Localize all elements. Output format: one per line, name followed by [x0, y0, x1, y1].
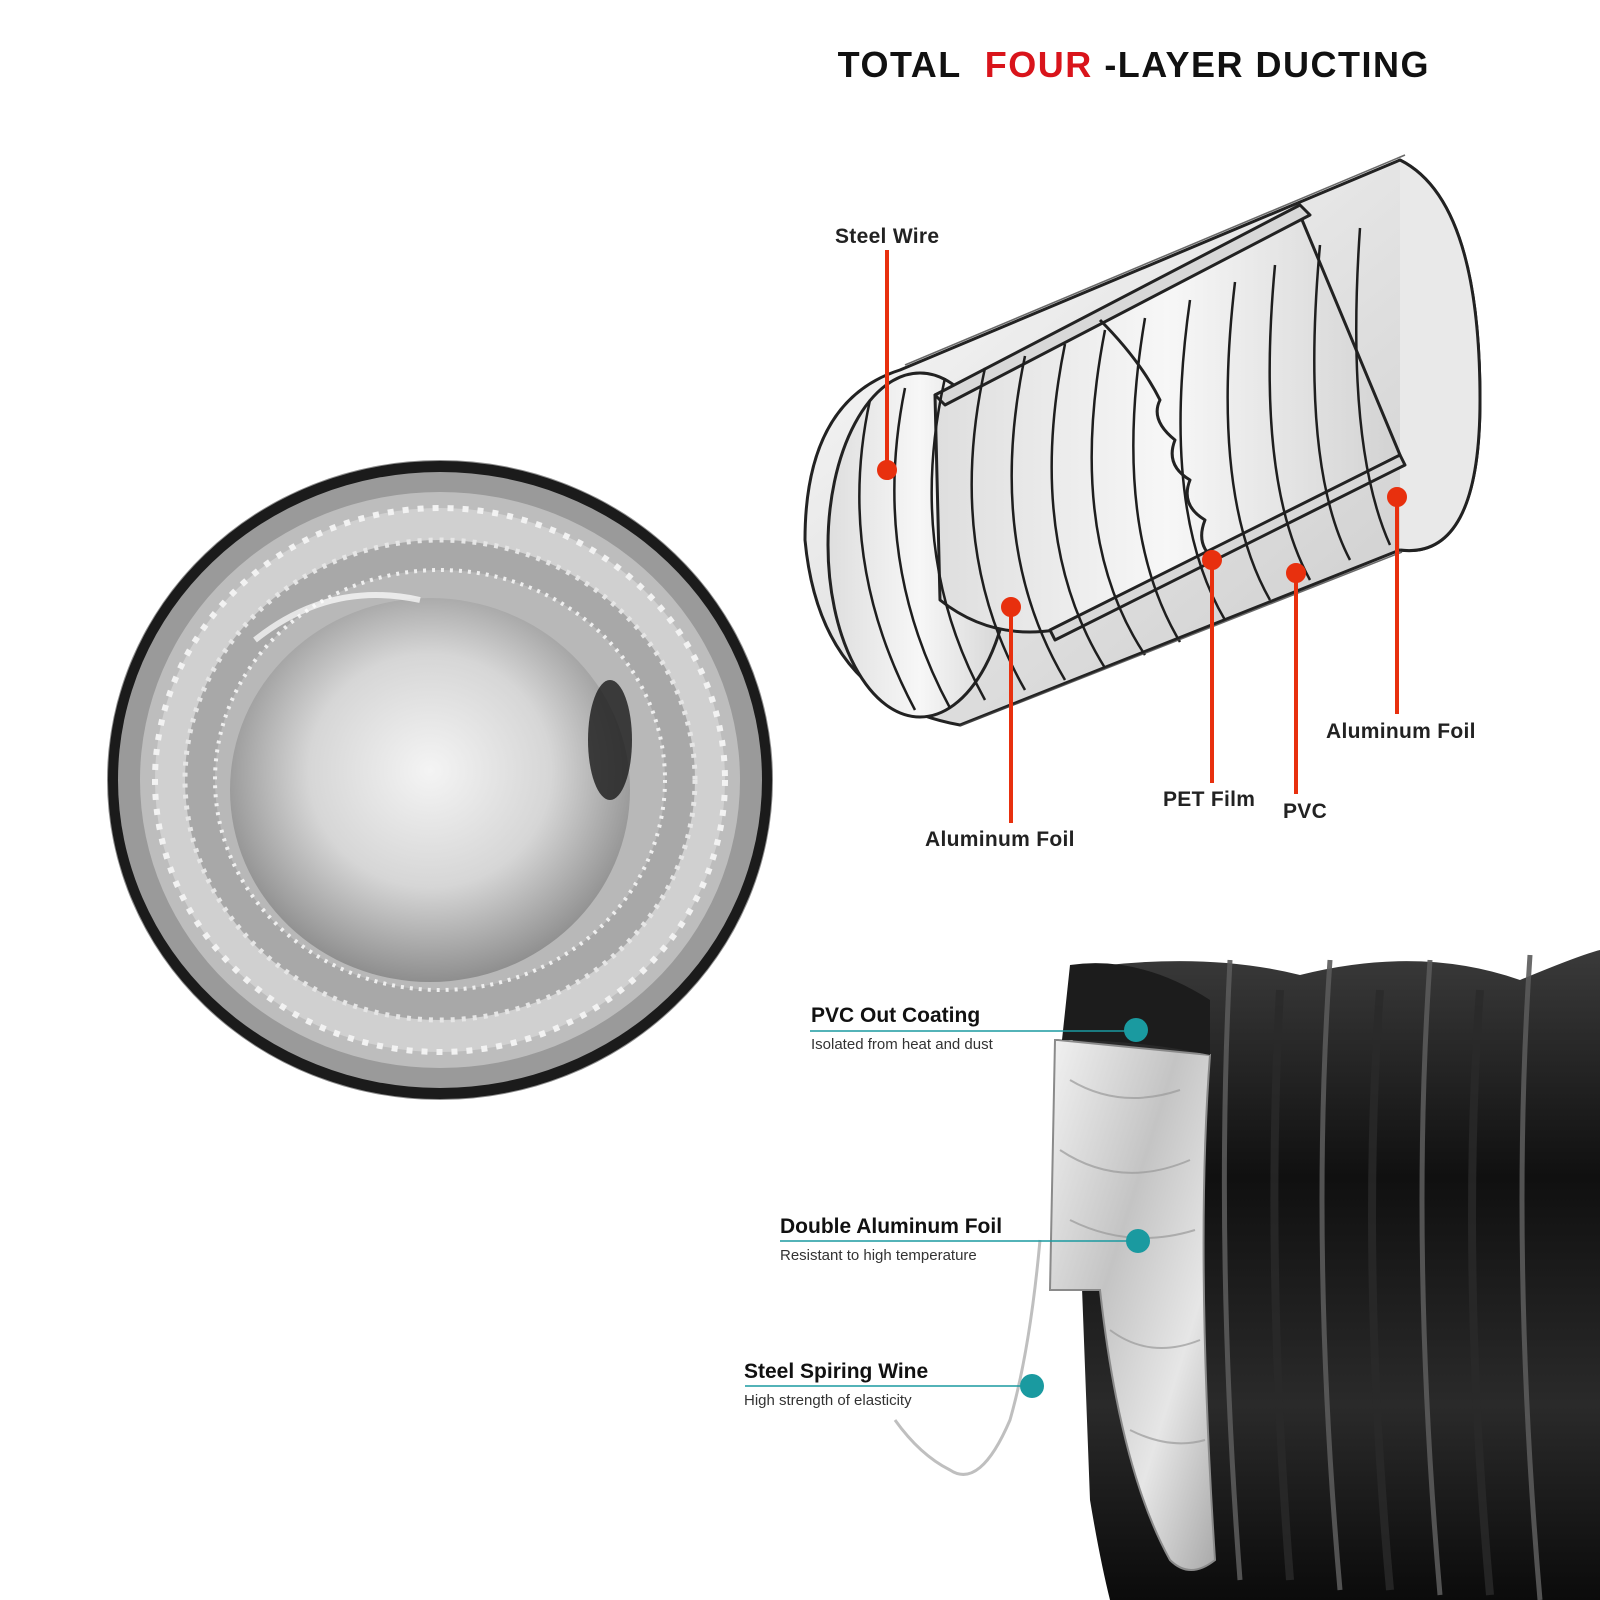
callout-subtitle-foil: Resistant to high temperature	[780, 1247, 977, 1264]
title-suffix: -LAYER DUCTING	[1104, 44, 1430, 85]
label-aluminum-foil-outer: Aluminum Foil	[1326, 720, 1476, 743]
leader-dot-pet-film	[1202, 550, 1222, 570]
duct-end-view-photo	[106, 459, 774, 1101]
leader-dot-aluminum-foil-inner	[1001, 597, 1021, 617]
label-pet-film: PET Film	[1163, 788, 1256, 811]
callout-dot-wire	[1020, 1374, 1044, 1398]
label-aluminum-foil-inner: Aluminum Foil	[925, 828, 1075, 851]
callout-subtitle-pvc: Isolated from heat and dust	[811, 1036, 993, 1053]
page-title: TOTAL FOUR -LAYER DUCTING	[0, 44, 1600, 86]
label-pvc: PVC	[1283, 800, 1328, 823]
callout-dot-foil	[1126, 1229, 1150, 1253]
leader-dot-steel-wire	[877, 460, 897, 480]
steel-wire-strand	[893, 1239, 1042, 1476]
cutaway-diagram	[803, 154, 1482, 727]
diagram-leader-lines	[877, 250, 1407, 823]
leader-dot-pvc	[1286, 563, 1306, 583]
black-duct-photo	[893, 950, 1600, 1600]
title-accent: FOUR	[984, 44, 1093, 85]
callout-title-pvc: PVC Out Coating	[811, 1004, 981, 1027]
callout-title-foil: Double Aluminum Foil	[780, 1215, 1003, 1238]
callout-dot-pvc	[1124, 1018, 1148, 1042]
callout-title-wire: Steel Spiring Wine	[744, 1360, 929, 1383]
title-prefix: TOTAL	[837, 44, 962, 85]
leader-dot-aluminum-foil-outer	[1387, 487, 1407, 507]
label-steel-wire: Steel Wire	[835, 225, 940, 248]
callout-subtitle-wire: High strength of elasticity	[744, 1392, 912, 1409]
callout-markers	[745, 1018, 1150, 1398]
